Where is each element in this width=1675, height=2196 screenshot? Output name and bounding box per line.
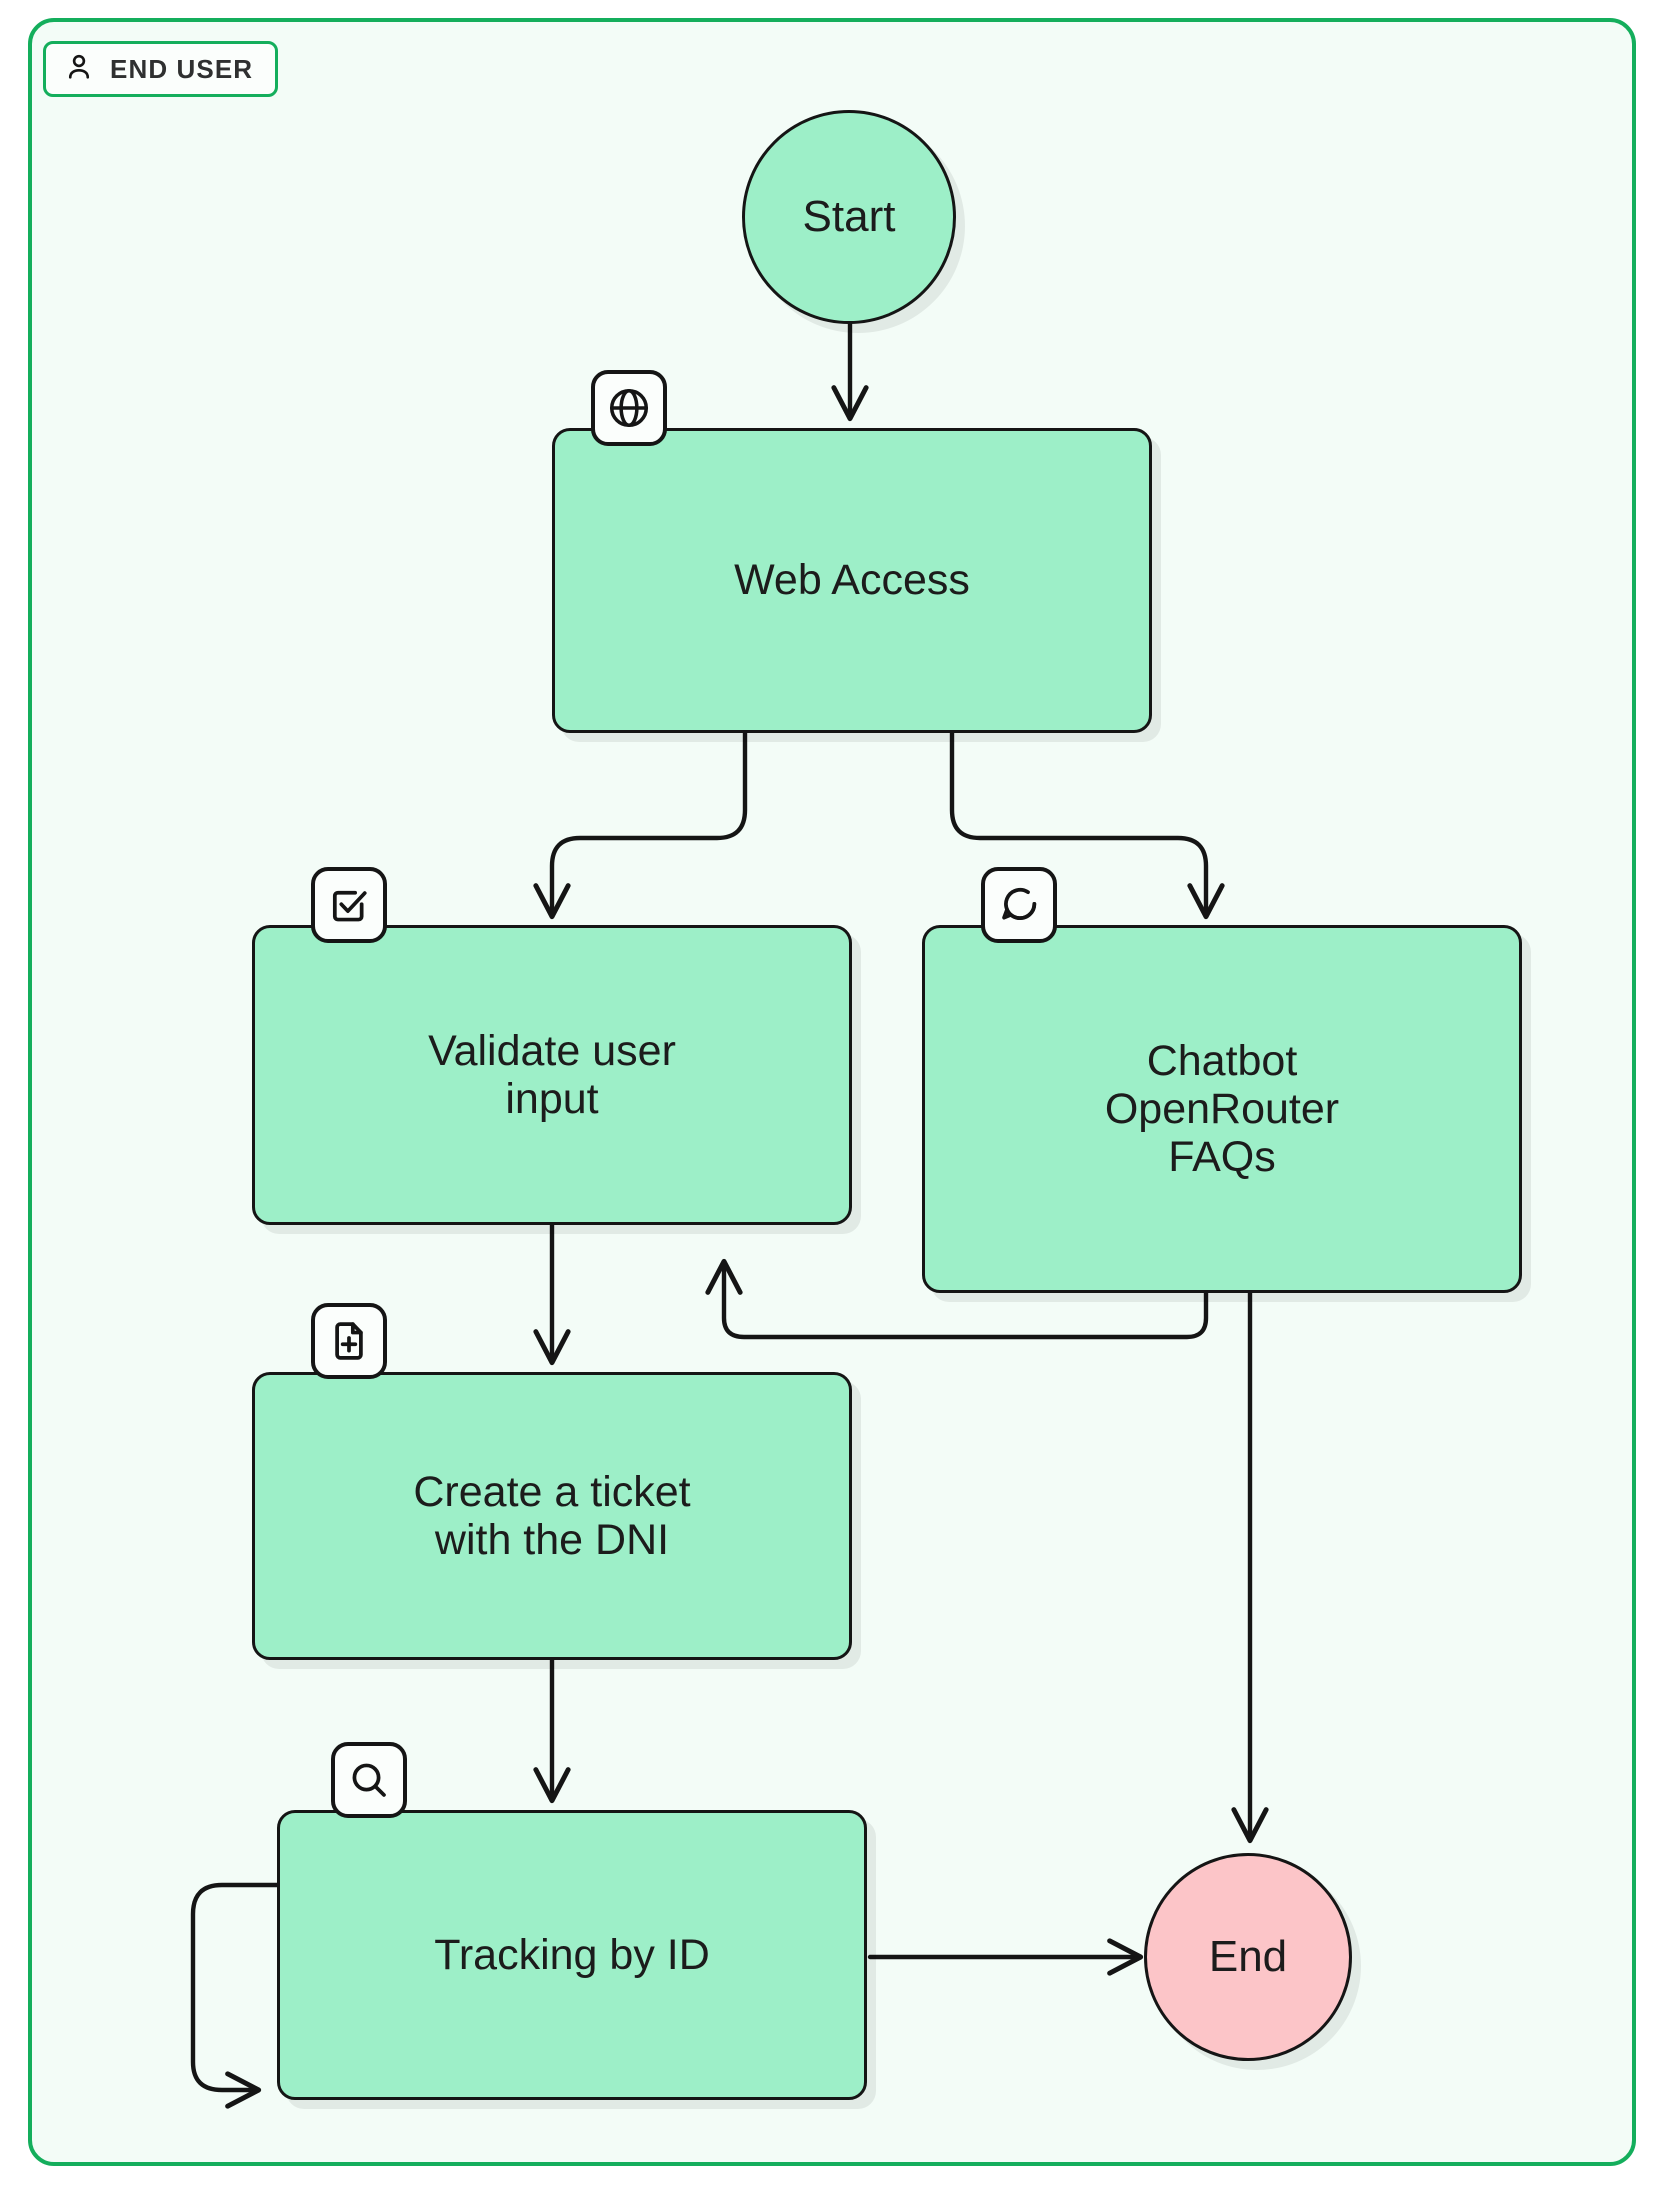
node-chatbot-label-line2: OpenRouter [1104,1084,1340,1133]
node-end[interactable]: End [1144,1853,1352,2061]
chat-bubble-icon-chip [981,867,1057,943]
node-chatbot-label-line1: Chatbot [1146,1036,1298,1085]
node-tracking-label: Tracking by ID [434,1930,710,1979]
checkbox-check-icon-chip [311,867,387,943]
person-icon [64,51,94,88]
file-plus-icon-chip [311,1303,387,1379]
checkbox-check-icon [326,882,372,928]
node-start-label: Start [802,192,896,241]
node-validate-label-line1: Validate user [428,1026,676,1075]
node-web-access-label: Web Access [734,556,970,605]
node-validate-label-line2: input [505,1075,599,1123]
node-ticket-label-line1: Create a ticket [413,1467,691,1516]
node-web-access[interactable]: Web Access [552,428,1152,733]
node-start[interactable]: Start [742,110,956,324]
node-validate-label: Validate user input [428,1027,676,1123]
node-end-label: End [1208,1932,1288,1981]
swimlane-label-text: END USER [110,53,254,84]
node-chatbot-openrouter-faqs[interactable]: Chatbot OpenRouter FAQs [922,925,1522,1293]
search-icon-chip [331,1742,407,1818]
node-validate-user-input[interactable]: Validate user input [252,925,852,1225]
swimlane-label-badge[interactable]: END USER [43,41,279,97]
node-ticket-label: Create a ticket with the DNI [413,1468,690,1564]
chat-bubble-icon [996,882,1042,928]
node-chatbot-label-line3: FAQs [1168,1133,1276,1182]
globe-icon-chip [591,370,667,446]
node-tracking-by-id[interactable]: Tracking by ID [277,1810,867,2100]
node-create-ticket-dni[interactable]: Create a ticket with the DNI [252,1372,852,1660]
node-chatbot-label: Chatbot OpenRouter FAQs [1105,1037,1339,1181]
search-icon [346,1757,392,1803]
globe-icon [606,385,652,431]
node-ticket-label-line2: with the DNI [434,1516,670,1564]
file-plus-icon [326,1318,372,1364]
